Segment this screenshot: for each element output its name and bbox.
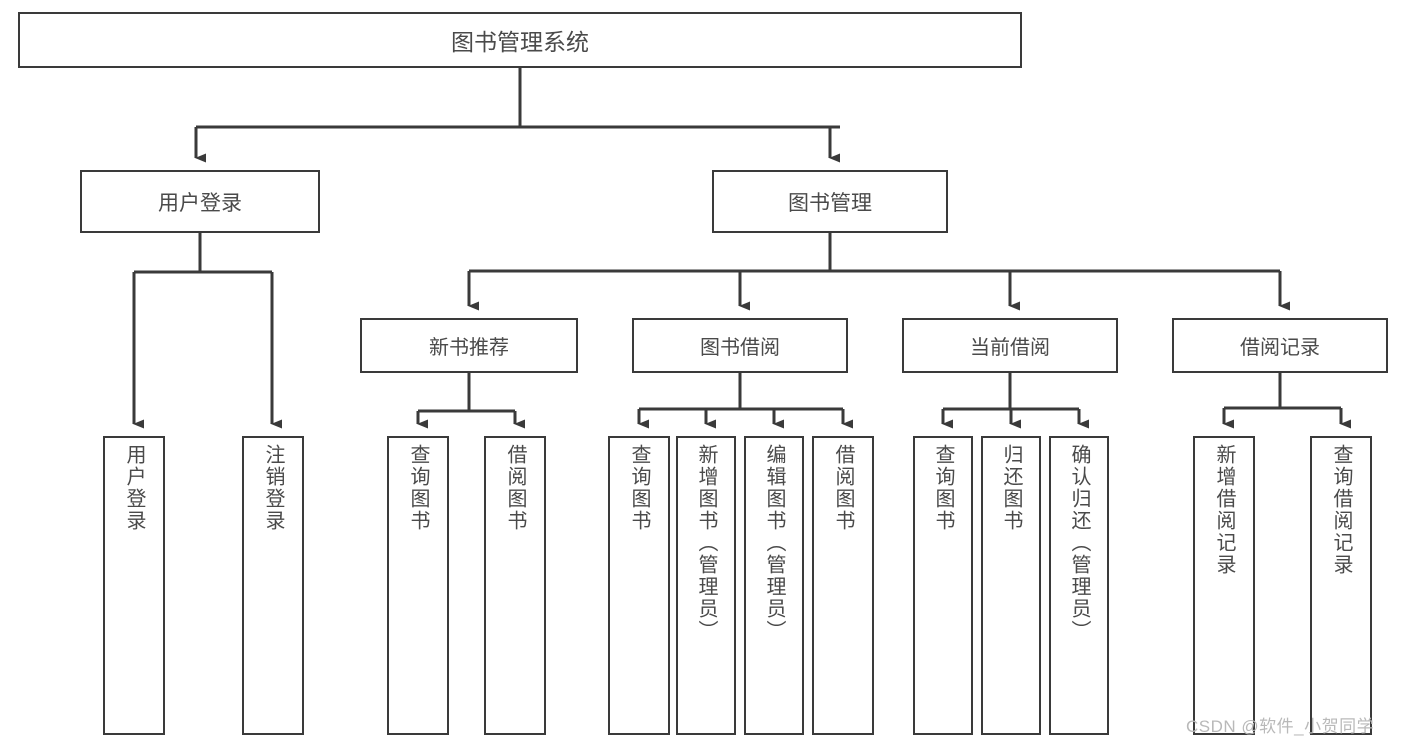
node-label: 当前借阅 [970, 337, 1050, 359]
watermark: CSDN @软件_小贺同学 [1186, 717, 1375, 736]
node-book-management[interactable]: 图书管理 [712, 170, 948, 233]
node-label: 图书管理系统 [451, 29, 589, 55]
node-new-book-recommend[interactable]: 新书推荐 [360, 318, 578, 373]
node-label: 借阅图书 [832, 444, 854, 532]
node-label: 借阅图书 [504, 444, 526, 532]
leaf-edit-book-admin[interactable]: 编辑图书（管理员） [744, 436, 804, 735]
node-label: 查询图书 [932, 444, 954, 532]
node-label: 图书借阅 [700, 337, 780, 359]
node-current-borrow[interactable]: 当前借阅 [902, 318, 1118, 373]
leaf-borrow-book[interactable]: 借阅图书 [812, 436, 874, 735]
leaf-return-book[interactable]: 归还图书 [981, 436, 1041, 735]
node-label: 新增借阅记录 [1213, 444, 1235, 576]
node-label: 归还图书 [1000, 444, 1022, 532]
node-book-borrow[interactable]: 图书借阅 [632, 318, 848, 373]
node-label: 查询借阅记录 [1330, 444, 1352, 576]
node-user-login[interactable]: 用户登录 [80, 170, 320, 233]
leaf-confirm-return-admin[interactable]: 确认归还（管理员） [1049, 436, 1109, 735]
node-label: 注销登录 [262, 444, 284, 532]
node-root[interactable]: 图书管理系统 [18, 12, 1022, 68]
leaf-query-book-recommend[interactable]: 查询图书 [387, 436, 449, 735]
node-label: 确认归还（管理员） [1068, 444, 1090, 642]
node-label: 查询图书 [628, 444, 650, 532]
leaf-logout-login[interactable]: 注销登录 [242, 436, 304, 735]
node-label: 新书推荐 [429, 337, 509, 359]
node-label: 图书管理 [788, 191, 872, 215]
node-label: 编辑图书（管理员） [763, 444, 785, 642]
leaf-user-login[interactable]: 用户登录 [103, 436, 165, 735]
node-label: 借阅记录 [1240, 337, 1320, 359]
node-label: 新增图书（管理员） [695, 444, 717, 642]
node-label: 查询图书 [407, 444, 429, 532]
leaf-add-borrow-record[interactable]: 新增借阅记录 [1193, 436, 1255, 735]
leaf-query-book-current[interactable]: 查询图书 [913, 436, 973, 735]
node-borrow-record[interactable]: 借阅记录 [1172, 318, 1388, 373]
node-label: 用户登录 [123, 444, 145, 532]
leaf-borrow-book-recommend[interactable]: 借阅图书 [484, 436, 546, 735]
leaf-query-borrow-record[interactable]: 查询借阅记录 [1310, 436, 1372, 735]
leaf-query-book-borrow[interactable]: 查询图书 [608, 436, 670, 735]
node-label: 用户登录 [158, 191, 242, 215]
leaf-add-book-admin[interactable]: 新增图书（管理员） [676, 436, 736, 735]
